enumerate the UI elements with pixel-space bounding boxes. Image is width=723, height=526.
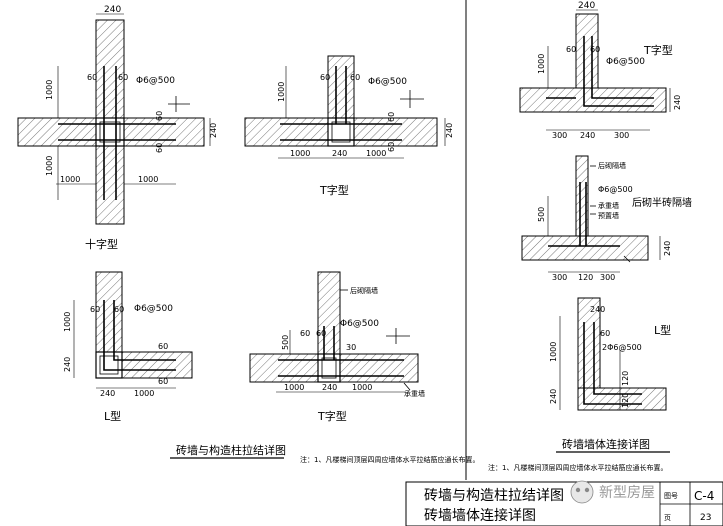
detail-t-right [519,9,671,131]
dim-l-60-b: 60 [114,305,124,314]
rebar-t-bottom: Φ6@500 [340,319,379,329]
page-no: 23 [700,513,711,523]
dim-cross-1000-down: 1000 [45,156,54,176]
dim-tr-60-a: 60 [566,45,576,54]
dim-tb-1000-left: 1000 [284,383,304,392]
rebar-t-right: Φ6@500 [606,57,645,67]
dim-t-60-b: 60 [350,73,360,82]
dim-t-1000-up: 1000 [277,82,286,102]
label-reinforced-wall: 预置墙 [598,211,619,220]
dim-rw-240-side: 240 [663,241,672,256]
rebar-cross: Φ6@500 [136,76,175,86]
label-t-top: T字型 [319,183,349,197]
dim-cross-60-c: 60 [155,111,164,121]
dim-rw-300-b: 300 [600,273,615,282]
label-l-bottom: L型 [104,409,121,423]
detail-l-right [559,297,667,411]
dim-lr-60: 60 [600,329,610,338]
note-left: 注：1、凡楼梯间顶层四周应墙体水平拉结筋应通长布置。 [300,455,479,464]
dim-tr-1000: 1000 [537,54,546,74]
dim-l-240: 240 [100,389,115,398]
dim-tb-1000-right: 1000 [352,383,372,392]
dim-tb-60-a: 60 [300,329,310,338]
dim-t-60-a: 60 [320,73,330,82]
label-rear-wall: 后砌半砖隔墙 [632,196,692,209]
label-rear-wall-tag: 后砌隔墙 [598,161,626,170]
label-cross: 十字型 [85,237,118,251]
dim-l-1000-right: 1000 [134,389,154,398]
dim-cross-60-d: 60 [155,143,164,153]
rebar-l-right: 2Φ6@500 [602,343,642,352]
dim-l-60-c: 60 [158,342,168,351]
title-block [405,480,723,526]
dim-tr-240-side: 240 [673,95,682,110]
detail-rear-wall [521,155,661,273]
dim-t-1000-left: 1000 [290,149,310,158]
dim-tb-30: 30 [346,343,356,352]
detail-t-bottom [249,271,419,393]
rebar-l-bottom: Φ6@500 [134,304,173,314]
rebar-rear-wall: Φ6@500 [598,185,633,194]
dim-lr-1000: 1000 [549,342,558,362]
title-line2: 砖墙墙体连接详图 [424,507,536,524]
dim-lr-120: 120 [621,371,630,386]
dim-tb-500: 500 [281,335,290,350]
dim-t-60-d: 60 [387,142,396,152]
dim-l-60-a: 60 [90,305,100,314]
rebar-t-top: Φ6@500 [368,77,407,87]
dim-rw-500: 500 [537,207,546,222]
detail-l-bottom [73,271,193,389]
drawing-no: C-4 [694,489,714,503]
dim-tr-240: 240 [578,1,595,11]
dim-lr-240-side: 240 [549,389,558,404]
label-bearing-wall-r: 承重墙 [598,201,619,210]
detail-cross [17,13,211,225]
dim-lr-240: 240 [590,305,605,314]
dim-cross-top-240: 240 [104,5,121,15]
label-t-bottom: T字型 [317,409,347,423]
dim-l-1000: 1000 [63,312,72,332]
detail-t-top [244,55,446,159]
watermark: 新型房屋 [599,485,655,501]
dim-t-1000-right: 1000 [366,149,386,158]
dim-lr-120-b: 120 [621,393,630,408]
dim-t-240: 240 [332,149,347,158]
dim-cross-60-b: 60 [118,73,128,82]
dim-t-240-side: 240 [445,123,454,138]
dim-cross-240-side: 240 [209,123,218,138]
dim-tb-60-b: 60 [316,329,326,338]
label-l-right: L型 [654,323,671,337]
dim-rw-300: 300 [552,273,567,282]
note-right: 注：1、凡楼梯间顶层四周应墙体水平拉结筋应通长布置。 [488,463,667,472]
dim-cross-1000-up: 1000 [45,80,54,100]
caption-right: 砖墙墙体连接详图 [562,437,650,451]
label-page: 页 [664,514,671,522]
dim-tr-240-b: 240 [580,131,595,140]
dim-l-60-d: 60 [158,377,168,386]
dim-tr-60-b: 60 [590,45,600,54]
caption-left: 砖墙与构造柱拉结详图 [176,443,286,457]
title-line1: 砖墙与构造柱拉结详图 [424,488,564,504]
dim-cross-60-a: 60 [87,73,97,82]
dim-tb-240: 240 [322,383,337,392]
label-bearing-wall: 承重墙 [404,389,425,398]
dim-cross-1000-left: 1000 [60,175,80,184]
dim-cross-1000-right: 1000 [138,175,158,184]
label-rear-wall-small: 后砌隔墙 [350,286,378,295]
dim-tr-300-a: 300 [552,131,567,140]
dim-tr-300-b: 300 [614,131,629,140]
dim-rw-120: 120 [578,273,593,282]
label-drawing-no: 图号 [664,492,678,500]
dim-t-60-c: 60 [387,112,396,122]
dim-l-240-side: 240 [63,357,72,372]
label-t-right: T字型 [643,43,673,57]
